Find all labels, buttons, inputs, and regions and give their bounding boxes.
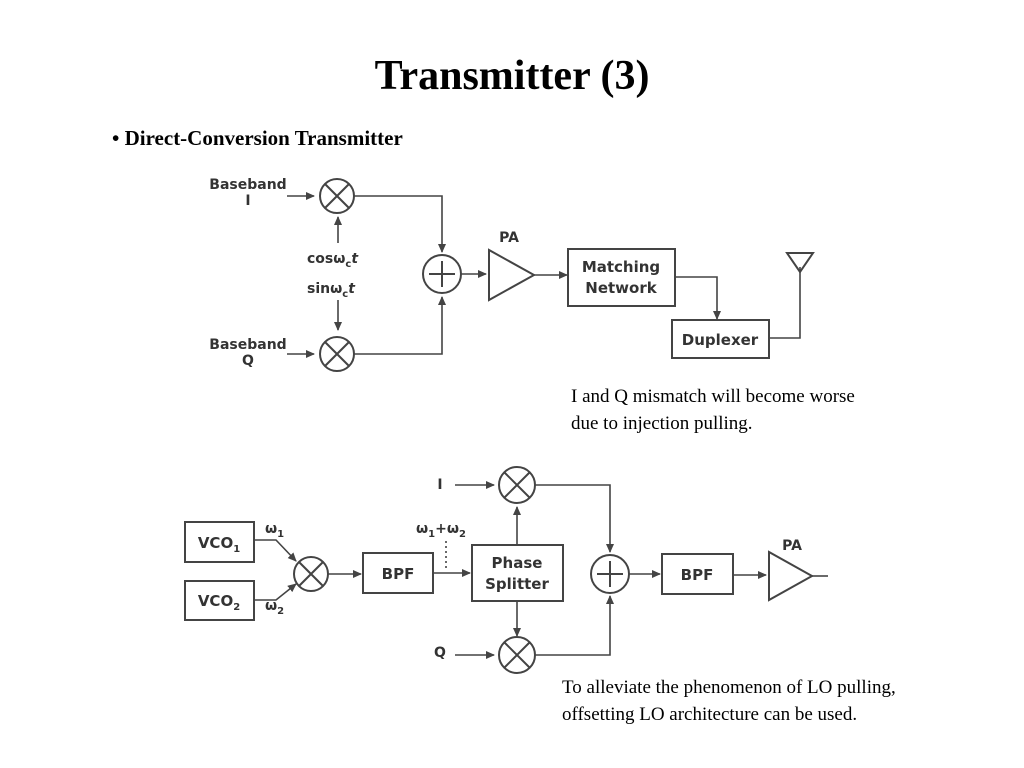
mixer-q-icon (319, 336, 355, 372)
note1-line1: I and Q mismatch will become worse (571, 386, 855, 407)
bullet-text: Direct-Conversion Transmitter (124, 126, 403, 150)
adder-icon (422, 254, 462, 294)
matching-network-label-line1: Matching (582, 258, 660, 276)
note-offset-lo: To alleviate the phenomenon of LO pullin… (562, 674, 896, 728)
mixer-q2-icon (498, 636, 536, 674)
offset-lo-diagram: VCO1 VCO2 ω1 ω2 BPF ω1+ω2 Phase Splitter… (184, 466, 828, 674)
antenna-icon (785, 252, 815, 274)
pa2-label: PA (782, 538, 802, 554)
mixer-q-to-adder-wire (354, 296, 446, 355)
q-input-label: Q (434, 645, 446, 661)
pa2-amplifier-icon (768, 550, 815, 602)
vco1-label: VCO1 (198, 534, 240, 555)
sin-wct-label: sinωct (307, 281, 356, 300)
matching-network-block (567, 248, 676, 307)
slide-title: Transmitter (3) (374, 53, 650, 99)
omega2-label: ω2 (265, 598, 284, 617)
duplexer-to-antenna-wire (769, 267, 801, 339)
vco2-to-mixer-wire (254, 583, 297, 601)
phase-splitter-label-line2: Splitter (485, 575, 549, 593)
phase-splitter-block (471, 544, 564, 602)
phase-splitter-label-line1: Phase (492, 554, 543, 572)
baseband-q-label-line2: Q (242, 353, 254, 369)
mixer-i-to-adder-wire (354, 195, 446, 253)
pa-amplifier-icon (488, 248, 537, 302)
mixer-i2-to-adder-wire (535, 484, 614, 553)
mixer-q2-to-adder-wire (535, 595, 614, 656)
offset-mixer-icon (293, 556, 329, 592)
sum-freq-label: ω1+ω2 (416, 521, 466, 540)
adder2-icon (590, 554, 630, 594)
baseband-i-label-line2: I (245, 193, 250, 209)
note-injection-pulling: I and Q mismatch will become worse due t… (571, 383, 855, 437)
note1-line2: due to injection pulling. (571, 413, 753, 434)
direct-conversion-diagram: Baseband I cosωct sinωct Baseband Q PA (209, 177, 815, 372)
omega1-label: ω1 (265, 521, 284, 540)
vco1-block (184, 521, 255, 563)
note2-line2: offsetting LO architecture can be used. (562, 704, 858, 725)
bpf1-label: BPF (382, 565, 415, 583)
cos-wct-label: cosωct (307, 251, 359, 270)
matching-to-duplexer-wire (675, 276, 721, 320)
bpf2-block (661, 553, 734, 595)
baseband-q-label-line1: Baseband (209, 337, 286, 353)
vco2-label: VCO2 (198, 592, 240, 613)
bpf2-label: BPF (681, 566, 714, 584)
bullet-heading: • Direct-Conversion Transmitter (112, 126, 403, 150)
i-input-label: I (437, 477, 442, 493)
mixer-i-icon (319, 178, 355, 214)
note2-line1: To alleviate the phenomenon of LO pullin… (562, 677, 896, 698)
pa-label: PA (499, 230, 519, 246)
baseband-i-label-line1: Baseband (209, 177, 286, 193)
mixer-i2-icon (498, 466, 536, 504)
matching-network-label-line2: Network (585, 279, 657, 297)
duplexer-block (671, 319, 770, 359)
duplexer-label: Duplexer (682, 331, 759, 349)
vco1-to-mixer-wire (254, 539, 297, 562)
